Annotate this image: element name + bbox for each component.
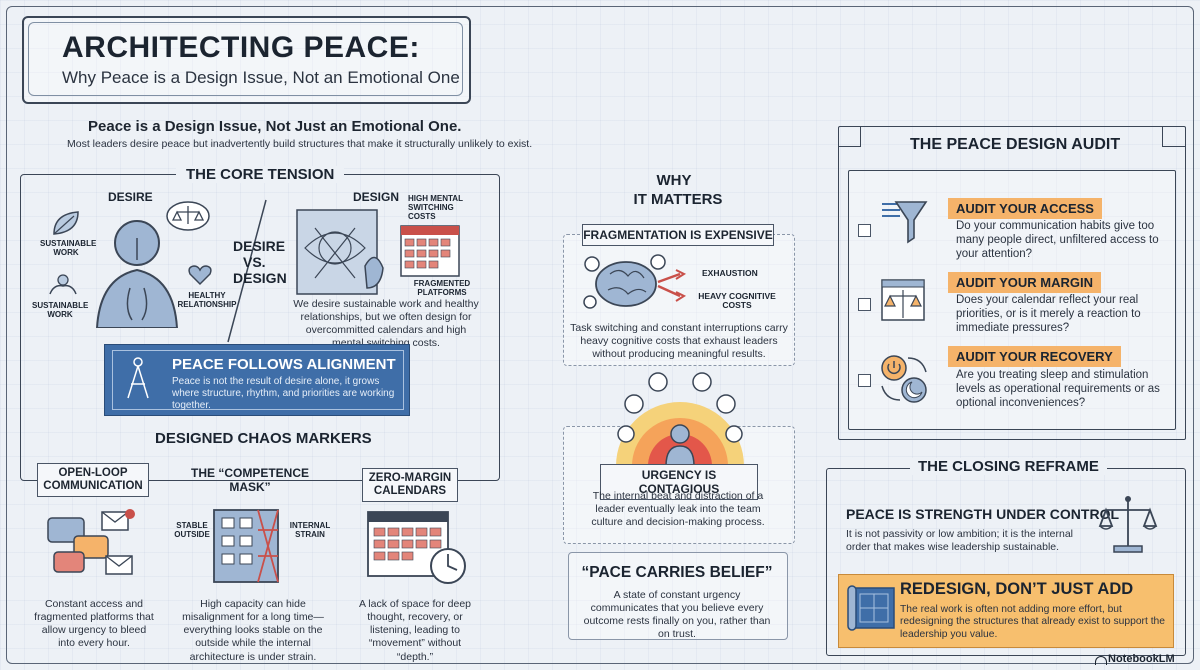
pace-card bbox=[568, 552, 788, 640]
healthy-relationship-label: HEALTHY RELATIONSHIP bbox=[177, 291, 237, 309]
leaves-icon bbox=[53, 211, 79, 235]
heart-icon bbox=[188, 265, 212, 286]
marker-1-title: OPEN-LOOP COMMUNICATION bbox=[37, 463, 149, 498]
desire-figure-icon bbox=[95, 220, 179, 328]
vs-label-design: DESIGN bbox=[233, 270, 287, 286]
funnel-icon bbox=[882, 201, 928, 244]
desire-label: DESIRE bbox=[108, 190, 153, 204]
divider-slash bbox=[227, 199, 267, 343]
hands-icon bbox=[49, 274, 77, 295]
vs-label-desire: DESIRE bbox=[233, 238, 286, 254]
audit-frame-tab-right bbox=[1162, 126, 1185, 147]
audit-3-title: AUDIT YOUR RECOVERY bbox=[948, 346, 1121, 367]
internal-strain-label: INTERNAL STRAIN bbox=[289, 521, 331, 539]
audit-title: THE PEACE DESIGN AUDIT bbox=[910, 136, 1121, 153]
scales-icon bbox=[1098, 496, 1158, 553]
header-box bbox=[22, 16, 471, 104]
balance-icon bbox=[166, 201, 210, 231]
why-title-1: WHY bbox=[656, 172, 692, 189]
strength-body: It is not passivity or low ambition; it … bbox=[846, 528, 1074, 554]
sustainable-work-label-1: SUSTAINABLE WORK bbox=[40, 239, 97, 257]
zero-margin-calendar-icon bbox=[367, 511, 466, 584]
header-box-inner bbox=[28, 22, 463, 96]
chat-bubbles-icon bbox=[47, 509, 135, 575]
heavy-costs-label: HEAVY COGNITIVE COSTS bbox=[698, 291, 776, 311]
frag-title: FRAGMENTATION IS EXPENSIVE bbox=[582, 224, 774, 246]
design-label: DESIGN bbox=[353, 190, 400, 204]
why-title-2: IT MATTERS bbox=[633, 191, 723, 208]
brain-gears-icon bbox=[583, 254, 687, 309]
pace-body: A state of constant urgency communicates… bbox=[583, 589, 771, 641]
core-tension-title: THE CORE TENSION bbox=[176, 166, 345, 183]
audit-checkbox-2[interactable] bbox=[858, 298, 871, 311]
compass-icon bbox=[127, 357, 149, 399]
page-title: ARCHITECTING PEACE: bbox=[62, 31, 420, 64]
brand-name: NotebookLM bbox=[1108, 653, 1175, 665]
high-mental-label: HIGH MENTAL SWITCHING COSTS bbox=[408, 194, 463, 221]
sustainable-work-label-2: SUSTAINABLE WORK bbox=[32, 301, 89, 319]
strength-title: PEACE IS STRENGTH UNDER CONTROL bbox=[846, 506, 1120, 522]
urgency-body: The internal beat and distraction of a l… bbox=[591, 490, 765, 529]
redesign-title: REDESIGN, DON’T JUST ADD bbox=[900, 580, 1134, 598]
alignment-banner-inner bbox=[112, 350, 404, 410]
brand-logo-icon bbox=[1095, 656, 1107, 665]
chaos-title: DESIGNED CHAOS MARKERS bbox=[155, 430, 372, 447]
vs-label-vs: VS. bbox=[243, 254, 266, 270]
urgency-title: URGENCY IS CONTAGIOUS bbox=[600, 464, 758, 500]
marker-2-body: High capacity can hide misalignment for … bbox=[182, 598, 324, 663]
audit-frame-tab bbox=[838, 126, 861, 147]
marker-2-title: THE “COMPETENCE MASK” bbox=[190, 466, 309, 495]
marker-3-title: ZERO-MARGIN CALENDARS bbox=[362, 468, 458, 503]
audit-2-title: AUDIT YOUR MARGIN bbox=[948, 272, 1101, 293]
audit-1-title: AUDIT YOUR ACCESS bbox=[948, 198, 1102, 219]
audit-3-body: Are you treating sleep and stimulation l… bbox=[956, 369, 1160, 409]
audit-frame bbox=[838, 126, 1186, 440]
alignment-banner bbox=[104, 344, 410, 416]
marker-1-body: Constant access and fragmented platforms… bbox=[34, 598, 154, 650]
recovery-cycle-icon bbox=[881, 355, 927, 403]
audit-1-body: Do your communication habits give too ma… bbox=[956, 220, 1159, 260]
fragmented-label: FRAGMENTED PLATFORMS bbox=[413, 279, 471, 297]
pace-title: “PACE CARRIES BELIEF” bbox=[581, 564, 773, 581]
intro-headline: Peace is a Design Issue, Not Just an Emo… bbox=[88, 118, 462, 135]
audit-checkbox-3[interactable] bbox=[858, 374, 871, 387]
urgency-radiating-icon bbox=[616, 372, 744, 466]
marker-3-body: A lack of space for deep thought, recove… bbox=[358, 598, 472, 663]
design-blueprint-icon bbox=[296, 209, 384, 295]
frag-body: Task switching and constant interruption… bbox=[570, 322, 788, 361]
stable-outside-label: STABLE OUTSIDE bbox=[174, 521, 210, 539]
audit-checkbox-1[interactable] bbox=[858, 224, 871, 237]
intro-body: Most leaders desire peace but inadverten… bbox=[67, 138, 533, 150]
calendar-scale-icon bbox=[881, 279, 925, 321]
audit-2-body: Does your calendar reflect your real pri… bbox=[956, 294, 1141, 334]
reframe-title: THE CLOSING REFRAME bbox=[910, 458, 1107, 475]
alignment-title: PEACE FOLLOWS ALIGNMENT bbox=[172, 356, 396, 373]
blueprint-roll-icon bbox=[847, 585, 895, 631]
calendar-grid-icon bbox=[400, 225, 460, 277]
alignment-body: Peace is not the result of desire alone,… bbox=[172, 376, 395, 412]
core-tension-body: We desire sustainable work and healthy r… bbox=[293, 298, 479, 350]
outer-frame bbox=[6, 6, 1194, 664]
building-icon bbox=[213, 509, 279, 583]
page-subtitle: Why Peace is a Design Issue, Not an Emot… bbox=[62, 68, 460, 87]
exhaustion-label: EXHAUSTION bbox=[702, 268, 758, 278]
redesign-body: The real work is often not adding more e… bbox=[900, 604, 1166, 640]
